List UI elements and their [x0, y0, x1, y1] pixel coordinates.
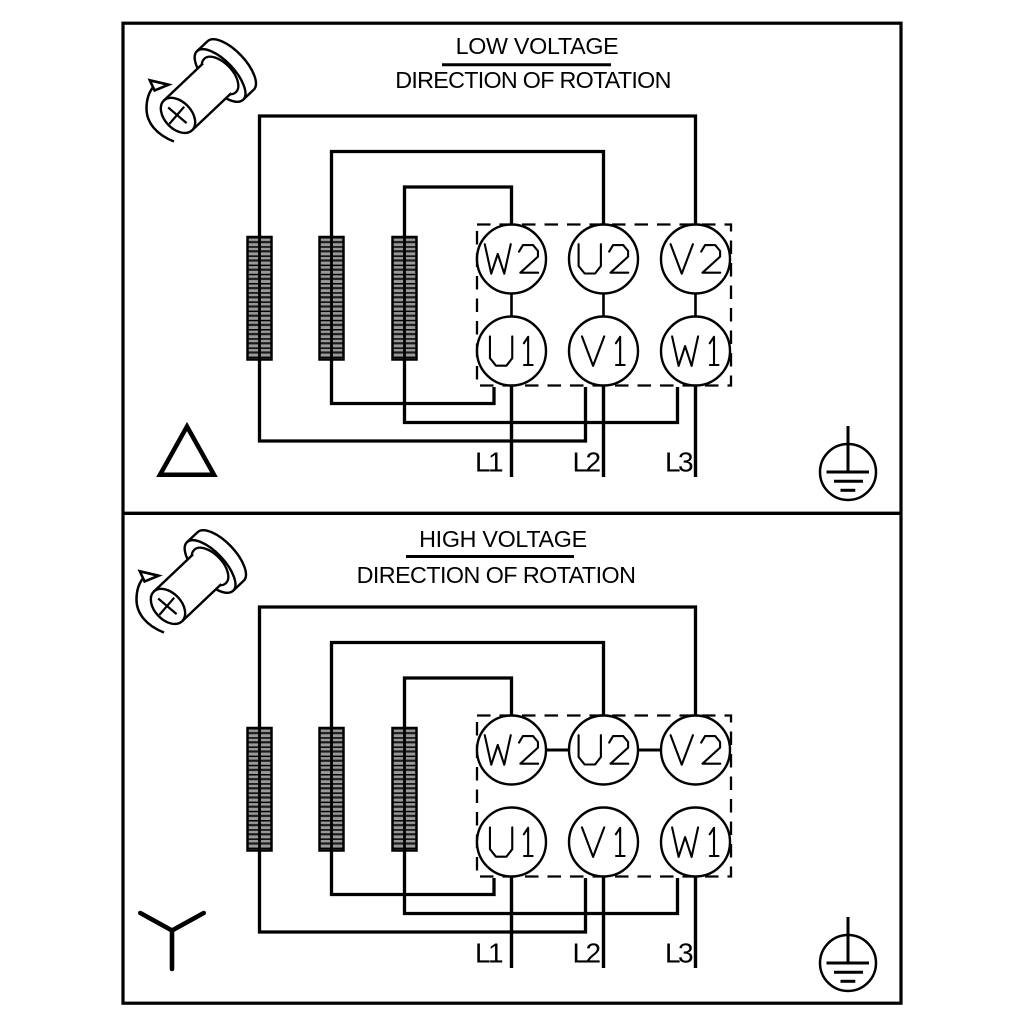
svg-text:LOW VOLTAGE: LOW VOLTAGE	[456, 33, 619, 59]
svg-text:DIRECTION OF ROTATION: DIRECTION OF ROTATION	[395, 67, 670, 93]
svg-text:HIGH VOLTAGE: HIGH VOLTAGE	[419, 526, 587, 552]
svg-text:DIRECTION OF ROTATION: DIRECTION OF ROTATION	[357, 562, 636, 588]
